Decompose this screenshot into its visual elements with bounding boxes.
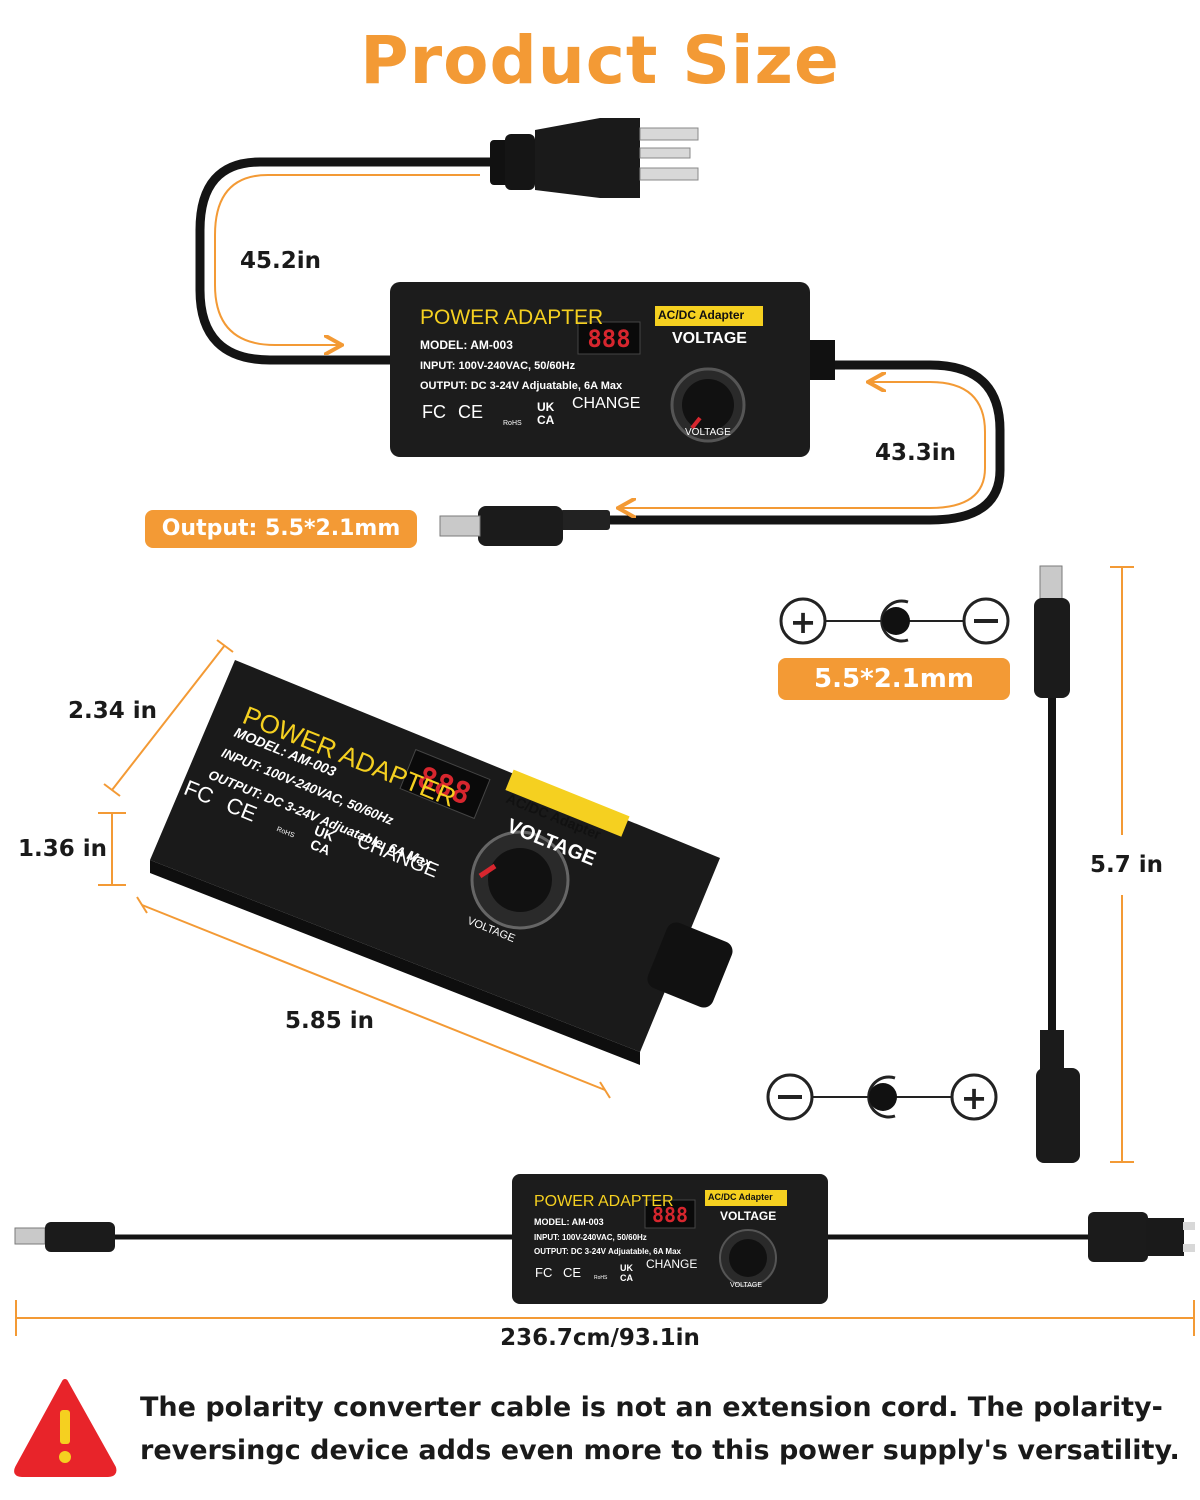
cable-out-length: 43.3in (875, 440, 957, 466)
output-size-pill: Output: 5.5*2.1mm (145, 510, 417, 548)
svg-text:+: + (961, 1079, 988, 1117)
polarity-cable (1034, 565, 1080, 1163)
dimension-lines (15, 566, 1195, 1336)
full-model-label: MODEL: AM-003 (534, 1217, 604, 1227)
svg-text:888: 888 (587, 325, 630, 353)
top-dc-plug (439, 506, 610, 546)
cable-in-length: 45.2in (240, 248, 322, 274)
full-rohs-mark: RoHS (594, 1275, 608, 1281)
full-ce-mark: CE (563, 1265, 582, 1280)
full-change-label: CHANGE (646, 1257, 698, 1271)
top-brand-label: POWER ADAPTER (420, 306, 604, 329)
warning-text: The polarity converter cable is not an e… (140, 1392, 1180, 1466)
polarity-size-pill: 5.5*2.1mm (778, 658, 1010, 700)
full-uk-mark: UK (620, 1263, 633, 1273)
top-change-label: CHANGE (572, 395, 641, 412)
page-title: Product Size (360, 22, 840, 99)
top-model-label: MODEL: AM-003 (420, 338, 513, 352)
top-uk-mark: UK (537, 400, 555, 414)
top-fc-mark: FC (422, 402, 446, 422)
full-fc-mark: FC (535, 1265, 553, 1280)
top-voltage-label: VOLTAGE (672, 330, 747, 347)
full-input-label: INPUT: 100V-240VAC, 50/60Hz (534, 1233, 647, 1242)
top-output-label: OUTPUT: DC 3-24V Adjuatable, 6A Max (420, 380, 623, 392)
width-dimension: 2.34 in (68, 698, 158, 724)
full-ca-mark: CA (620, 1273, 633, 1283)
polarity-cable-length: 5.7 in (1090, 852, 1164, 878)
total-length: 236.7cm/93.1in (500, 1325, 700, 1351)
length-dimension: 5.85 in (285, 1008, 375, 1034)
polarity-symbols-bottom: + (766, 1073, 998, 1121)
height-dimension: 1.36 in (18, 836, 108, 862)
warning-triangle-icon (14, 1379, 117, 1477)
top-adapter-body: 888 (390, 282, 835, 457)
full-type-badge: AC/DC Adapter (708, 1192, 773, 1202)
top-knob-label: VOLTAGE (685, 427, 731, 438)
full-voltage-label: VOLTAGE (720, 1209, 777, 1223)
top-ac-plug (490, 118, 699, 198)
top-rohs-mark: RoHS (503, 420, 522, 427)
polarity-symbols-top: + (779, 597, 1010, 645)
full-brand-label: POWER ADAPTER (534, 1193, 674, 1210)
top-input-label: INPUT: 100V-240VAC, 50/60Hz (420, 360, 576, 372)
top-ce-mark: CE (458, 402, 484, 422)
full-output-label: OUTPUT: DC 3-24V Adjuatable, 6A Max (534, 1247, 681, 1256)
full-knob-label: VOLTAGE (730, 1282, 763, 1289)
side-adapter-body: 888 (150, 660, 733, 1065)
full-view-adapter: 888 (14, 1174, 1195, 1304)
top-ca-mark: CA (537, 413, 555, 427)
svg-text:888: 888 (652, 1203, 688, 1227)
svg-text:+: + (790, 603, 817, 641)
top-type-badge: AC/DC Adapter (658, 308, 745, 322)
